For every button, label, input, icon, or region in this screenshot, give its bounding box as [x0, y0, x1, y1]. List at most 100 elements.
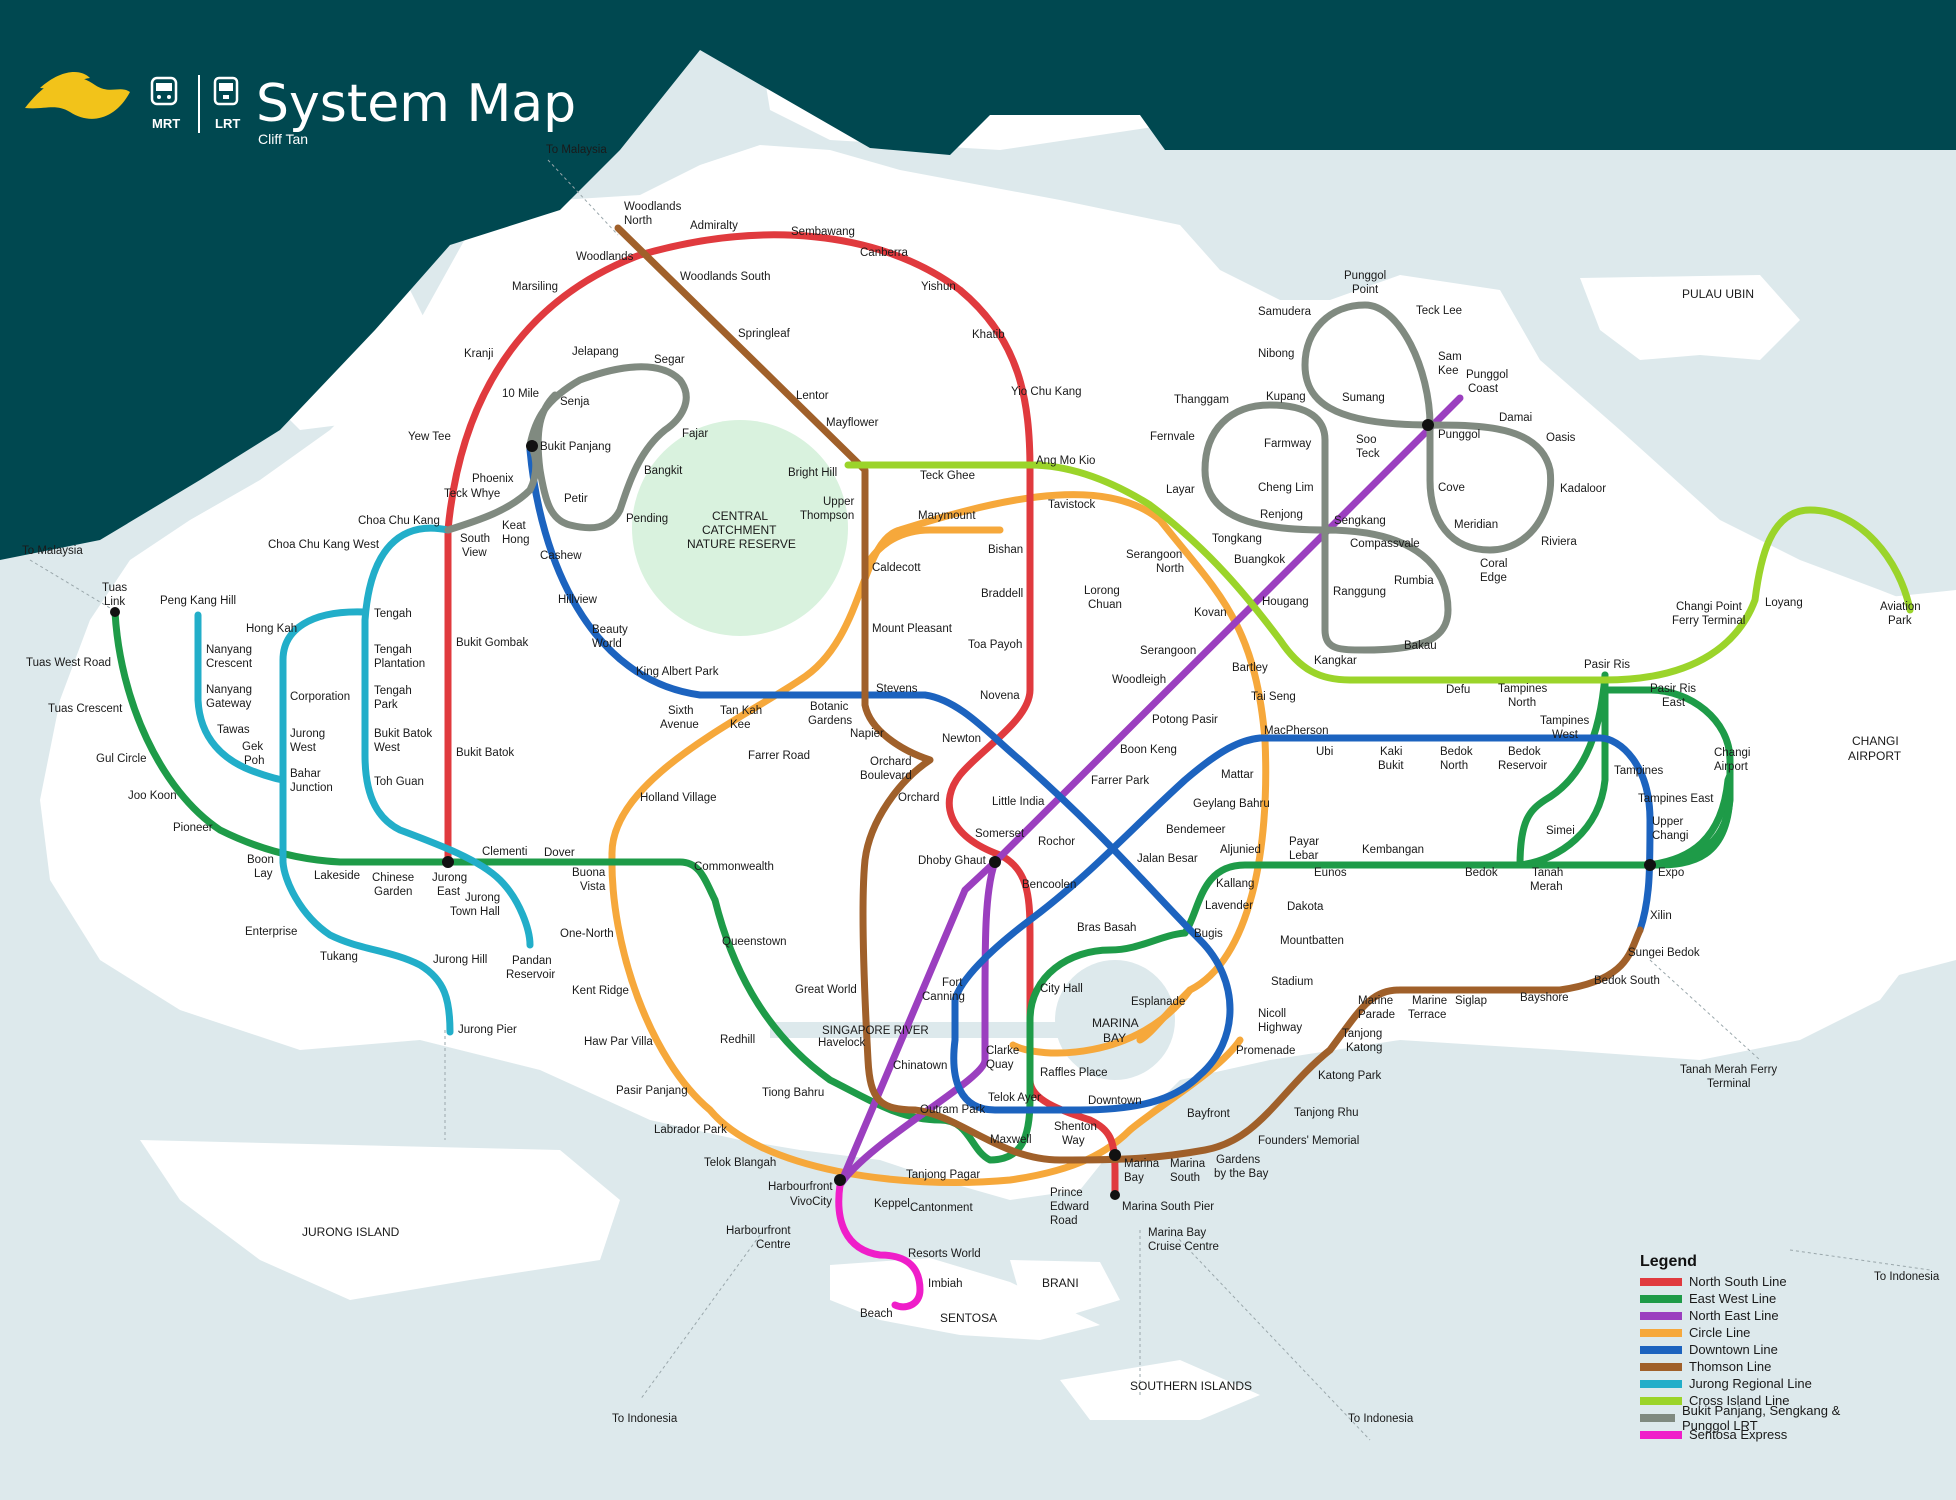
station-pioneer[interactable]: Pioneer: [173, 822, 213, 834]
station-tavistock[interactable]: Tavistock: [1048, 499, 1096, 511]
station-jurong-east-1[interactable]: Jurong: [432, 872, 467, 884]
station-ubi[interactable]: Ubi: [1316, 746, 1333, 758]
station-tuas-link-2[interactable]: Link: [104, 596, 125, 608]
station-sungei-bedok[interactable]: Sungei Bedok: [1628, 947, 1700, 959]
station-marina-bay-2[interactable]: Bay: [1124, 1172, 1144, 1184]
station-cheng-lim[interactable]: Cheng Lim: [1258, 482, 1314, 494]
station-downtown[interactable]: Downtown: [1088, 1095, 1142, 1107]
station-upper-changi-2[interactable]: Changi: [1652, 830, 1688, 842]
station-petir[interactable]: Petir: [564, 493, 588, 505]
station-kupang[interactable]: Kupang: [1266, 391, 1306, 403]
interchange-dhoby-ghaut[interactable]: [989, 856, 1001, 868]
station-yew-tee[interactable]: Yew Tee: [408, 431, 451, 443]
station-paya-lebar-2[interactable]: Lebar: [1289, 850, 1319, 862]
station-bayshore[interactable]: Bayshore: [1520, 992, 1569, 1004]
station-simei[interactable]: Simei: [1546, 825, 1575, 837]
station-admiralty[interactable]: Admiralty: [690, 220, 738, 232]
station-marymount[interactable]: Marymount: [918, 510, 976, 522]
station-changi-airport-2[interactable]: Airport: [1714, 761, 1749, 773]
station-beauty-world-1[interactable]: Beauty: [592, 624, 628, 636]
station-bedok-reservoir-1[interactable]: Bedok: [1508, 746, 1541, 758]
interchange-marina-bay[interactable]: [1109, 1149, 1121, 1161]
station-damai[interactable]: Damai: [1499, 412, 1532, 424]
station-napier[interactable]: Napier: [850, 728, 884, 740]
station-upper-changi-1[interactable]: Upper: [1652, 816, 1683, 828]
station-beach[interactable]: Beach: [860, 1308, 893, 1320]
station-tengah-park-1[interactable]: Tengah: [374, 685, 412, 697]
station-enterprise[interactable]: Enterprise: [245, 926, 297, 938]
interchange-jurong-east[interactable]: [442, 856, 454, 868]
station-tampines-west-2[interactable]: West: [1552, 729, 1579, 741]
station-aviation-park-2[interactable]: Park: [1888, 615, 1912, 627]
station-dakota[interactable]: Dakota: [1287, 901, 1324, 913]
station-little-india[interactable]: Little India: [992, 796, 1045, 808]
station-tuas-link-1[interactable]: Tuas: [102, 582, 127, 594]
station-great-world[interactable]: Great World: [795, 984, 857, 996]
station-tengah-park-2[interactable]: Park: [374, 699, 398, 711]
station-ang-mo-kio[interactable]: Ang Mo Kio: [1036, 455, 1095, 467]
station-buangkok[interactable]: Buangkok: [1234, 554, 1285, 566]
station-labrador-park[interactable]: Labrador Park: [654, 1124, 727, 1136]
station-tanah-merah-2[interactable]: Merah: [1530, 881, 1563, 893]
station-soo-teck-1[interactable]: Soo: [1356, 434, 1376, 446]
station-mattar[interactable]: Mattar: [1221, 769, 1254, 781]
station-riviera[interactable]: Riviera: [1541, 536, 1577, 548]
interchange-punggol[interactable]: [1422, 419, 1434, 431]
station-telok-ayer[interactable]: Telok Ayer: [988, 1092, 1041, 1104]
station-bakau[interactable]: Bakau: [1404, 640, 1437, 652]
station-bukit-panjang[interactable]: Bukit Panjang: [540, 441, 611, 453]
station-redhill[interactable]: Redhill: [720, 1034, 755, 1046]
station-marina-south-2[interactable]: South: [1170, 1172, 1200, 1184]
station-springleaf[interactable]: Springleaf: [738, 328, 791, 340]
station-toa-payoh[interactable]: Toa Payoh: [968, 639, 1022, 651]
station-sam-kee-2[interactable]: Kee: [1438, 365, 1458, 377]
station-cantonment[interactable]: Cantonment: [910, 1202, 973, 1214]
station-woodlands-south[interactable]: Woodlands South: [680, 271, 771, 283]
interchange-harbourfront[interactable]: [834, 1174, 846, 1186]
station-buona-vista-1[interactable]: Buona: [572, 867, 606, 879]
station-tuas-crescent[interactable]: Tuas Crescent: [48, 703, 123, 715]
station-khatib[interactable]: Khatib: [972, 329, 1005, 341]
station-segar[interactable]: Segar: [654, 354, 685, 366]
station-marine-terrace-1[interactable]: Marine: [1412, 995, 1447, 1007]
station-fernvale[interactable]: Fernvale: [1150, 431, 1195, 443]
station-aljunied[interactable]: Aljunied: [1220, 844, 1261, 856]
station-sixth-avenue-1[interactable]: Sixth: [668, 705, 694, 717]
station-kadaloor[interactable]: Kadaloor: [1560, 483, 1606, 495]
station-nicoll-highway-2[interactable]: Highway: [1258, 1022, 1302, 1034]
station-caldecott[interactable]: Caldecott: [872, 562, 921, 574]
station-pandan-reservoir-2[interactable]: Reservoir: [506, 969, 555, 981]
station-bras-basah[interactable]: Bras Basah: [1077, 922, 1136, 934]
station-nanyang-crescent-2[interactable]: Crescent: [206, 658, 253, 670]
station-hougang[interactable]: Hougang: [1262, 596, 1309, 608]
station-kangkar[interactable]: Kangkar: [1314, 655, 1357, 667]
station-boon-keng[interactable]: Boon Keng: [1120, 744, 1177, 756]
interchange-marina-south-pier[interactable]: [1110, 1190, 1120, 1200]
interchange-bukit-panjang[interactable]: [526, 440, 538, 452]
station-tuas-west-road[interactable]: Tuas West Road: [26, 657, 111, 669]
station-keat-hong-1[interactable]: Keat: [502, 520, 526, 532]
station-kaki-bukit-2[interactable]: Bukit: [1378, 760, 1404, 772]
station-rochor[interactable]: Rochor: [1038, 836, 1075, 848]
station-pandan-reservoir-1[interactable]: Pandan: [512, 955, 552, 967]
station-prince-edward-road-1[interactable]: Prince: [1050, 1187, 1083, 1199]
station-samudera[interactable]: Samudera: [1258, 306, 1312, 318]
station-ten-mile[interactable]: 10 Mile: [502, 388, 539, 400]
station-beauty-world-2[interactable]: World: [592, 638, 622, 650]
interchange-expo[interactable]: [1644, 859, 1656, 871]
station-lentor[interactable]: Lentor: [796, 390, 829, 402]
station-woodlands[interactable]: Woodlands: [576, 251, 634, 263]
station-pasir-panjang[interactable]: Pasir Panjang: [616, 1085, 688, 1097]
station-jurong-east-2[interactable]: East: [437, 886, 461, 898]
station-teck-ghee[interactable]: Teck Ghee: [920, 470, 975, 482]
station-haw-par-villa[interactable]: Haw Par Villa: [584, 1036, 653, 1048]
station-gek-poh-2[interactable]: Poh: [244, 755, 264, 767]
station-tampines[interactable]: Tampines: [1614, 765, 1663, 777]
station-expo[interactable]: Expo: [1658, 867, 1684, 879]
station-bahar-junction-1[interactable]: Bahar: [290, 768, 321, 780]
station-tanjong-katong-1[interactable]: Tanjong: [1342, 1028, 1382, 1040]
station-geylang-bahru[interactable]: Geylang Bahru: [1193, 798, 1270, 810]
station-keat-hong-2[interactable]: Hong: [502, 534, 530, 546]
station-choa-chu-kang[interactable]: Choa Chu Kang: [358, 515, 440, 527]
station-farrer-road[interactable]: Farrer Road: [748, 750, 810, 762]
